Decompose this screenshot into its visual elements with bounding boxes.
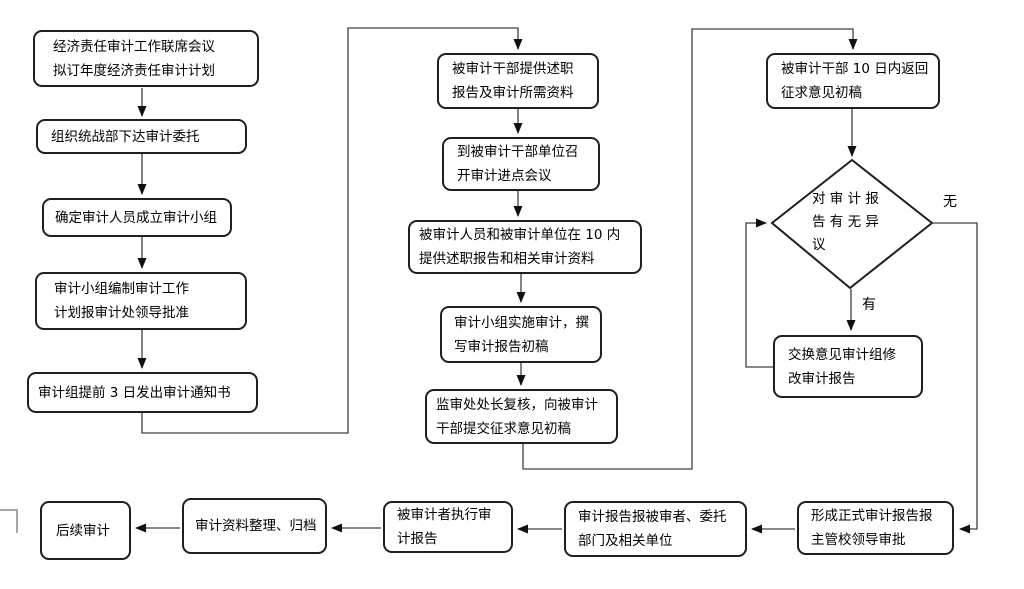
node-return-within-10-text: 被审计干部 10 日内返回 征求意见初稿 bbox=[781, 61, 929, 101]
node-formal-report: 形成正式审计报告报 主管校领导审批 bbox=[797, 501, 954, 555]
node-provide-materials-text: 被审计干部提供述职 报告及审计所需资料 bbox=[452, 61, 574, 101]
node-archive-text: 审计资料整理、归档 bbox=[195, 518, 317, 534]
node-formal-report-text: 形成正式审计报告报 主管校领导审批 bbox=[811, 508, 933, 548]
node-send-report: 审计报告报被审者、委托 部门及相关单位 bbox=[564, 501, 747, 557]
node-joint-meeting-plan-text: 经济责任审计工作联席会议 拟订年度经济责任审计计划 bbox=[53, 38, 215, 79]
connector-decision-no-to-formal bbox=[932, 222, 978, 534]
label-has-objection: 有 bbox=[862, 297, 876, 313]
decision-diamond-text: 对 审 计 报 告 有 无 异 议 bbox=[812, 191, 879, 253]
node-follow-up: 后续审计 bbox=[40, 501, 131, 560]
decision-diamond bbox=[770, 158, 934, 290]
partial-box-artifact bbox=[0, 509, 18, 533]
node-return-within-10: 被审计干部 10 日内返回 征求意见初稿 bbox=[766, 53, 940, 109]
node-notice-text: 审计组提前 3 日发出审计通知书 bbox=[38, 384, 231, 401]
connector-review-to-return10 bbox=[522, 28, 858, 470]
node-entry-meeting-text: 到被审计干部单位召 开审计进点会议 bbox=[457, 144, 579, 184]
node-execute-report: 被审计者执行审 计报告 bbox=[383, 501, 513, 553]
node-entrust-text: 组织统战部下达审计委托 bbox=[51, 128, 200, 145]
node-work-plan-text: 审计小组编制审计工作 计划报审计处领导批准 bbox=[54, 281, 189, 321]
node-send-report-text: 审计报告报被审者、委托 部门及相关单位 bbox=[578, 509, 727, 549]
node-form-team-text: 确定审计人员成立审计小组 bbox=[55, 209, 217, 226]
node-director-review-text: 监审处处长复核，向被审计 干部提交征求意见初稿 bbox=[436, 396, 598, 437]
node-entry-meeting: 到被审计干部单位召 开审计进点会议 bbox=[442, 137, 600, 191]
node-notice: 审计组提前 3 日发出审计通知书 bbox=[27, 372, 258, 413]
node-execute-report-text: 被审计者执行审 计报告 bbox=[397, 507, 492, 547]
node-form-team: 确定审计人员成立审计小组 bbox=[42, 198, 232, 237]
node-exchange-opinions-text: 交换意见审计组修 改审计报告 bbox=[788, 346, 896, 387]
node-provide-within-10: 被审计人员和被审计单位在 10 内 提供述职报告和相关审计资料 bbox=[408, 220, 642, 274]
node-exchange-opinions: 交换意见审计组修 改审计报告 bbox=[773, 335, 923, 398]
node-follow-up-text: 后续审计 bbox=[56, 522, 110, 539]
label-no-objection: 无 bbox=[943, 194, 957, 210]
node-implement-audit-text: 审计小组实施审计，撰 写审计报告初稿 bbox=[454, 314, 589, 355]
node-provide-within-10-text: 被审计人员和被审计单位在 10 内 提供述职报告和相关审计资料 bbox=[419, 227, 621, 267]
node-archive: 审计资料整理、归档 bbox=[182, 498, 327, 554]
node-joint-meeting-plan: 经济责任审计工作联席会议 拟订年度经济责任审计计划 bbox=[33, 30, 259, 87]
node-work-plan: 审计小组编制审计工作 计划报审计处领导批准 bbox=[35, 272, 247, 330]
node-entrust: 组织统战部下达审计委托 bbox=[36, 119, 247, 154]
node-director-review: 监审处处长复核，向被审计 干部提交征求意见初稿 bbox=[425, 389, 618, 444]
node-implement-audit: 审计小组实施审计，撰 写审计报告初稿 bbox=[440, 306, 602, 363]
node-provide-materials: 被审计干部提供述职 报告及审计所需资料 bbox=[437, 53, 599, 109]
connector-notice-to-materials bbox=[141, 27, 523, 434]
connector-exchange-to-decision bbox=[745, 218, 773, 368]
